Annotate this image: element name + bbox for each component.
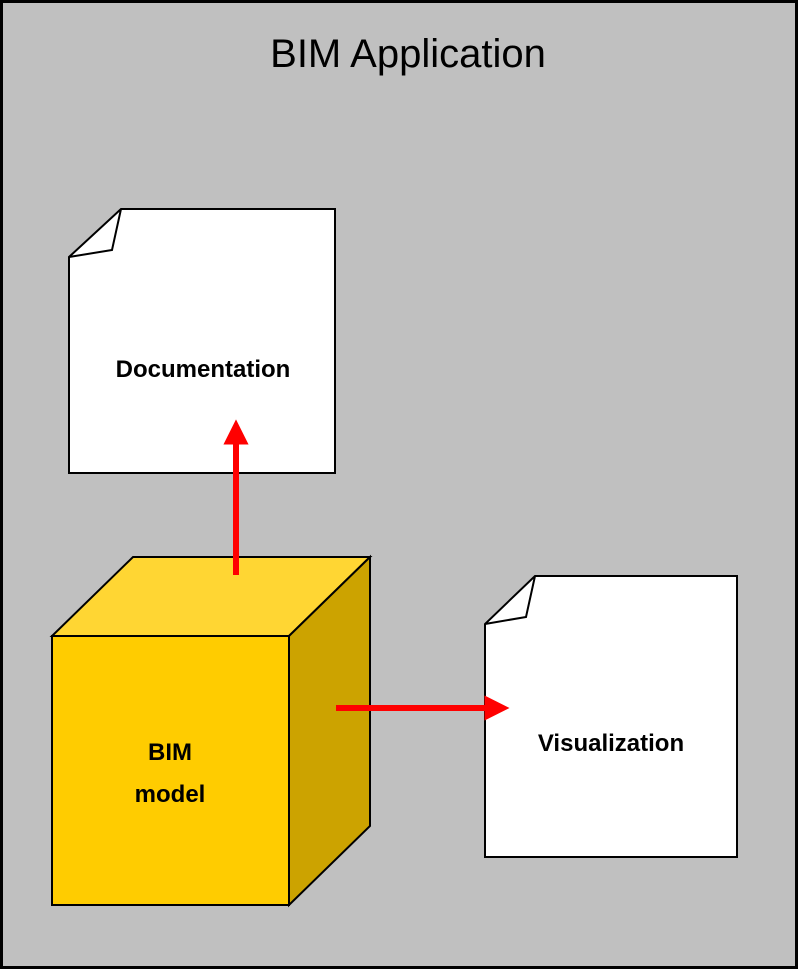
- bim-model-label-line2: model: [135, 781, 206, 808]
- bim-model-label-line1: BIM: [148, 739, 192, 766]
- application-title: BIM Application: [270, 32, 546, 76]
- visualization-folded-corner: [484, 575, 536, 625]
- documentation-folded-corner: [68, 208, 122, 258]
- visualization-page-icon: [484, 575, 738, 858]
- visualization-label: Visualization: [538, 730, 684, 757]
- bim-model-cube: BIM model: [49, 554, 373, 908]
- visualization-document: Visualization: [484, 575, 738, 858]
- documentation-page-icon: [68, 208, 336, 474]
- documentation-label: Documentation: [116, 356, 291, 383]
- documentation-document: Documentation: [68, 208, 336, 474]
- cube-front-face: [51, 635, 290, 906]
